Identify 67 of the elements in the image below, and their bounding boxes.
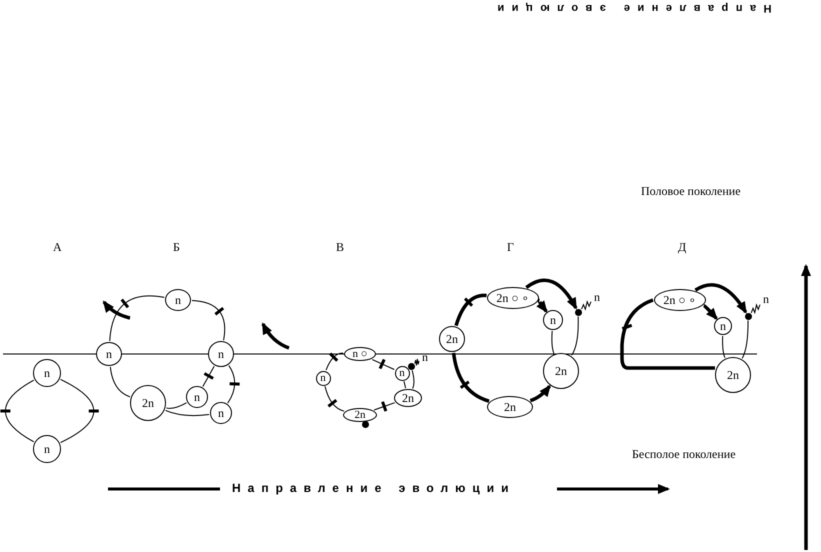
connector-line bbox=[372, 359, 395, 370]
panel-letter: Г bbox=[507, 240, 514, 255]
ploidy-label: n bbox=[420, 350, 430, 364]
wavy-line bbox=[750, 303, 760, 314]
ploidy-circle: n bbox=[714, 317, 732, 335]
panel-letter: В bbox=[336, 240, 344, 255]
ploidy-circle: n bbox=[33, 359, 61, 387]
ploidy-circle: 2n bbox=[439, 326, 465, 352]
ploidy-circle: n bbox=[394, 366, 410, 380]
connector-line bbox=[165, 410, 210, 416]
ploidy-circle: 2n bbox=[543, 353, 579, 389]
evolution-direction-caption: Направление эволюции bbox=[490, 2, 772, 14]
dot bbox=[744, 312, 752, 320]
ploidy-circle: 2n bbox=[394, 389, 422, 407]
ploidy-circle: n bbox=[210, 402, 232, 424]
ploidy-circle: 2n ○ ∘ bbox=[487, 287, 539, 309]
connector-line bbox=[326, 352, 344, 371]
dot bbox=[408, 362, 414, 370]
connector-line bbox=[4, 380, 34, 442]
connector-line bbox=[551, 330, 554, 354]
connector-line bbox=[722, 336, 726, 358]
ploidy-circle: n bbox=[186, 386, 208, 408]
connector-line bbox=[403, 380, 406, 389]
thick-connector bbox=[620, 298, 715, 370]
thick-connector bbox=[452, 352, 490, 403]
arrow bbox=[536, 300, 548, 313]
dot bbox=[362, 420, 368, 428]
ploidy-label: n bbox=[592, 290, 602, 304]
ploidy-circle: 2n ○ ∘ bbox=[654, 289, 706, 311]
connector-line bbox=[202, 366, 215, 388]
thick-connector bbox=[454, 294, 487, 326]
ploidy-circle: n bbox=[316, 370, 330, 386]
ploidy-label: n bbox=[761, 292, 771, 306]
ploidy-circle: n bbox=[165, 289, 191, 311]
ploidy-circle: n bbox=[33, 435, 61, 463]
connector-line bbox=[374, 402, 396, 411]
ploidy-circle: n bbox=[96, 342, 122, 366]
evolution-direction-caption: Направление эволюции bbox=[232, 481, 516, 495]
connector-line bbox=[166, 402, 187, 409]
panel-letter: А bbox=[53, 240, 62, 255]
ploidy-circle: n ○ bbox=[344, 347, 376, 361]
connector-line bbox=[191, 300, 226, 341]
generation-label: Половое поколение bbox=[641, 184, 741, 199]
ploidy-circle: 2n bbox=[715, 357, 751, 393]
connector-line bbox=[227, 365, 236, 404]
ploidy-circle: 2n bbox=[343, 408, 377, 422]
arrow bbox=[530, 384, 551, 402]
connector-line bbox=[742, 320, 749, 359]
connector-line bbox=[571, 316, 579, 356]
panel-letter: Д bbox=[678, 240, 686, 255]
ploidy-circle: 2n bbox=[130, 385, 166, 421]
generation-label: Бесполое поколение bbox=[632, 447, 736, 462]
connector-line bbox=[109, 295, 165, 342]
connector-line bbox=[110, 366, 131, 398]
arrow bbox=[694, 283, 748, 314]
ploidy-circle: n bbox=[208, 341, 234, 367]
dot bbox=[574, 308, 582, 316]
ploidy-circle: 2n bbox=[487, 396, 533, 418]
connector-line bbox=[60, 378, 94, 444]
ploidy-circle: n bbox=[543, 310, 563, 330]
arrow bbox=[525, 278, 578, 310]
connector-line bbox=[412, 370, 414, 389]
wavy-line bbox=[414, 358, 420, 366]
wavy-line bbox=[581, 300, 592, 311]
arrow bbox=[702, 304, 718, 320]
panel-letter: Б bbox=[173, 240, 180, 255]
connector-line bbox=[324, 386, 345, 412]
